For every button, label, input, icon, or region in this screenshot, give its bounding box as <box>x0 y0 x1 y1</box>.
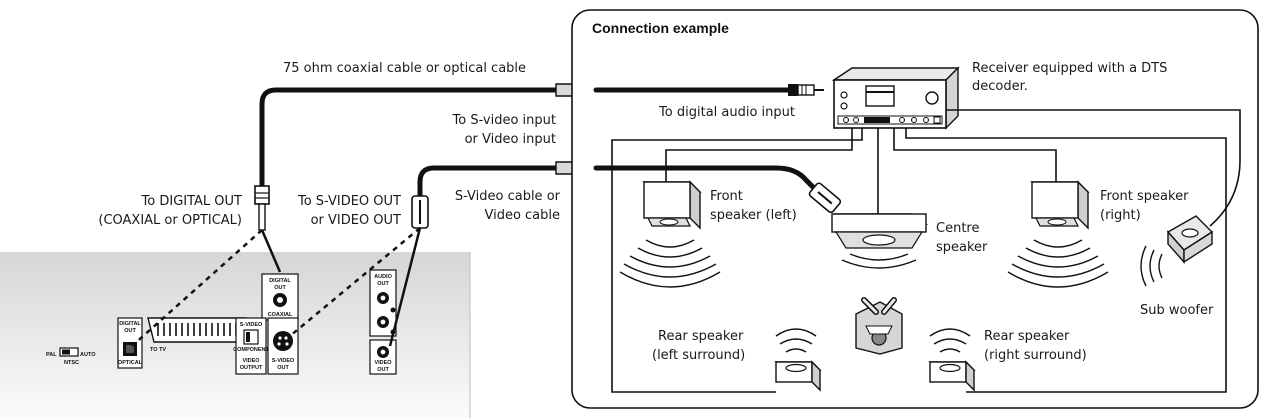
sub-woofer-label: Sub woofer <box>1140 303 1214 318</box>
front-right-sub-label: (right) <box>1100 208 1141 223</box>
rear-left-label: Rear speaker <box>658 329 744 344</box>
ntsc-label: NTSC <box>64 360 79 366</box>
to-digital-out-label: To DIGITAL OUT <box>141 194 243 209</box>
svideo-plug-right <box>808 182 842 214</box>
centre-sub-label: speaker <box>936 240 988 255</box>
digital-out-label-1: DIGITAL <box>119 321 141 327</box>
centre-label: Centre <box>936 221 979 236</box>
centre-waves <box>841 253 917 269</box>
receiver <box>831 66 960 130</box>
rear-left-sub-label: (left surround) <box>652 348 745 363</box>
s-video-out-port[interactable]: S-VIDEO OUT <box>267 317 299 375</box>
auto-label: AUTO <box>80 352 96 358</box>
s-video-out-label-1: S-VIDEO <box>272 358 295 364</box>
to-svideo-input-label: To S-video input <box>452 113 557 128</box>
digital-out-label-2: OUT <box>124 328 136 334</box>
video-out-label-2: OUT <box>377 367 389 373</box>
optical-label: OPTICAL <box>118 360 143 366</box>
optical-out-port[interactable]: DIGITAL OUT OPTICAL <box>117 317 143 369</box>
front-right-label: Front speaker <box>1100 189 1189 204</box>
to-tv-label: TO TV <box>150 347 166 353</box>
video-out-port[interactable]: VIDEO OUT <box>369 339 397 375</box>
listener-icon <box>855 297 903 355</box>
lower-cable-in-panel <box>593 165 819 193</box>
front-left-waves <box>619 239 721 288</box>
front-left-label: Front <box>710 189 743 204</box>
front-left-speaker <box>619 180 721 288</box>
rear-right-speaker <box>928 328 976 392</box>
front-left-sub-label: speaker (left) <box>710 208 797 223</box>
rear-left-waves <box>775 328 817 353</box>
video-output-label-1: VIDEO <box>242 358 260 364</box>
scart-pins <box>157 323 237 336</box>
player-rear-panel: PAL NTSC AUTO DIGITAL OUT OPTICAL <box>0 252 471 418</box>
rear-right-waves <box>929 328 971 353</box>
s-video-out-label-2: OUT <box>277 365 289 371</box>
coax-digital-label-2: OUT <box>274 285 286 291</box>
video-out-label-1: VIDEO <box>374 360 392 366</box>
sub-woofer-waves <box>1140 245 1163 287</box>
coaxial-cable-label: 75 ohm coaxial cable or optical cable <box>283 61 526 76</box>
to-svideo-input-sub-label: or Video input <box>465 132 556 147</box>
coaxial-cable <box>254 87 563 273</box>
svideo-alt-line <box>289 227 421 337</box>
centre-speaker <box>831 213 929 269</box>
pal-ntsc-switch[interactable]: PAL NTSC AUTO <box>46 347 96 366</box>
rear-right-label: Rear speaker <box>984 329 1070 344</box>
front-right-speaker <box>1007 180 1109 288</box>
pal-label: PAL <box>46 352 57 358</box>
coaxial-out-port[interactable]: DIGITAL OUT COAXIAL <box>261 273 299 321</box>
scart-connector[interactable]: TO TV <box>147 317 247 353</box>
coaxial-plug <box>254 185 270 205</box>
rear-right-sub-label: (right surround) <box>984 348 1087 363</box>
rear-left-speaker <box>774 328 822 392</box>
audio-out-label-2: OUT <box>377 281 389 287</box>
receiver-label: Receiver equipped with a DTS <box>972 61 1167 76</box>
svideo-cable <box>388 165 563 347</box>
front-right-waves <box>1007 239 1109 288</box>
video-output-label-2: OUTPUT <box>240 365 263 371</box>
coax-digital-label-1: DIGITAL <box>269 278 291 284</box>
component-label: COMPONENT <box>233 347 269 353</box>
sub-woofer <box>1140 215 1214 287</box>
to-svideo-out-label: To S-VIDEO OUT <box>297 194 401 209</box>
coaxial-label: COAXIAL <box>268 312 293 318</box>
to-digital-out-sub-label: (COAXIAL or OPTICAL) <box>98 213 242 228</box>
svideo-cable-label: S-Video cable or <box>455 189 561 204</box>
speaker-wiring <box>611 109 1241 393</box>
svideo-cable-sub-label: Video cable <box>484 208 560 223</box>
receiver-sub-label: decoder. <box>972 79 1028 94</box>
video-output-switch[interactable]: S-VIDEO COMPONENT VIDEO OUTPUT <box>233 317 270 375</box>
to-svideo-out-sub-label: or VIDEO OUT <box>311 213 401 228</box>
panel-title: Connection example <box>592 20 729 36</box>
to-digital-audio-input-label: To digital audio input <box>658 105 795 120</box>
audio-out-ports[interactable]: AUDIO OUT <box>369 269 397 337</box>
audio-out-label-1: AUDIO <box>374 274 392 280</box>
s-video-switch-label: S-VIDEO <box>240 322 263 328</box>
